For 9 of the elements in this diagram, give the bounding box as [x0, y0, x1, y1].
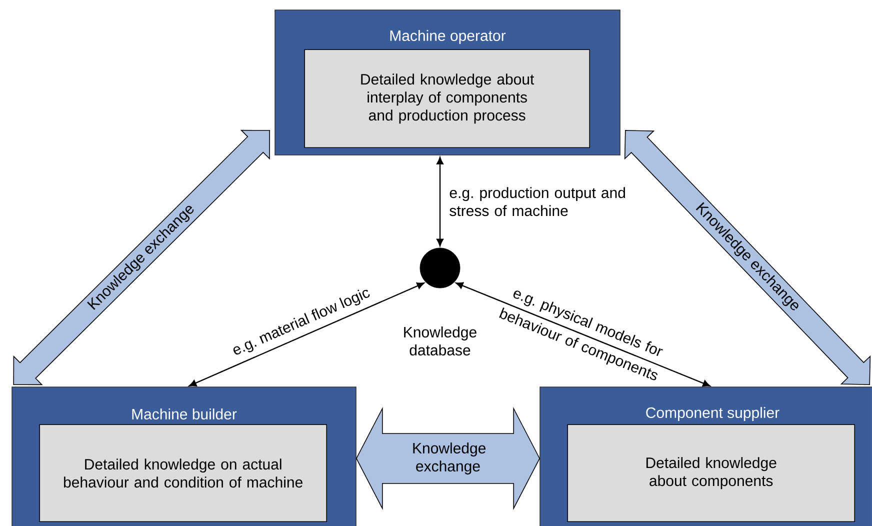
- double-arrow: [456, 282, 710, 387]
- double-arrow: [436, 156, 444, 246]
- knowledge-box: Detailed knowledge about interplay of components and production process: [304, 49, 590, 148]
- database-circle: [420, 248, 460, 288]
- double-arrow: [188, 282, 424, 386]
- knowledge-box: Detailed knowledge on actual behaviour and condition of machine: [39, 424, 327, 522]
- edge-label: Knowledge exchange: [413, 442, 486, 474]
- database-label: Knowledge database: [404, 326, 476, 356]
- knowledge-box: Detailed knowledge about components: [567, 424, 855, 522]
